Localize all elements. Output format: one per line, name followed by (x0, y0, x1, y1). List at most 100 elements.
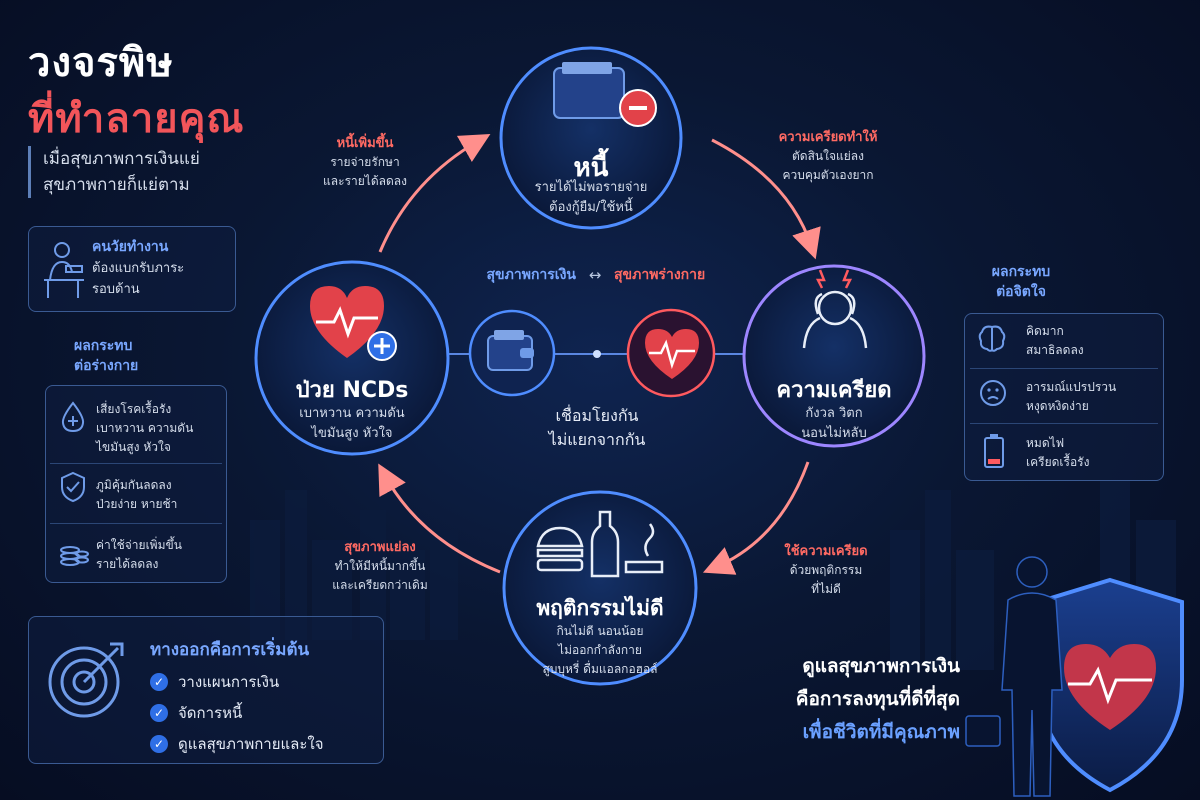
body-impact-item-2: ภูมิคุ้มกันลดลง ป่วยง่าย หายช้า (96, 476, 218, 514)
coins-icon (60, 546, 89, 566)
node-debt-text: รายได้ไม่พอรายจ่าย ต้องกู้ยืม/ใช้หนี้ (501, 178, 681, 218)
body-impact-item-3-line-1: ค่าใช้จ่ายเพิ่มขึ้น (96, 538, 182, 552)
body-impact-item-1: เสี่ยงโรคเรื้อรัง เบาหวาน ความดัน ไขมันส… (96, 400, 218, 457)
exit-item-3: ✓ ดูแลสุขภาพกายและใจ (150, 732, 324, 756)
wallet-minus-icon (553, 62, 657, 127)
divider (970, 423, 1158, 424)
wallet-icon (487, 330, 534, 371)
mind-impact-item-1: คิดมาก สมาธิลดลง (1026, 322, 1146, 360)
center-connector-dot (593, 350, 601, 358)
businessman-shield-illustration (965, 556, 1184, 797)
arrow-behavior-to-ncds (378, 463, 501, 574)
blood-drop-icon (61, 401, 85, 433)
arrow-stress-to-behavior (702, 461, 810, 575)
center-caption: เชื่อมโยงกัน ไม่แยกจากกัน (517, 404, 677, 452)
node-behavior-line-3: สูบบุหรี่ ดื่มแอลกอฮอล์ (542, 662, 658, 676)
body-impact-item-2-line-2: ป่วยง่าย หายช้า (96, 497, 178, 511)
caption-stress-to-behavior-title: ใช้ความเครียด (784, 544, 868, 559)
heartbeat-icon (645, 329, 699, 379)
body-impact-item-1-line-1: เสี่ยงโรคเรื้อรัง (96, 402, 172, 416)
low-battery-icon (984, 434, 1004, 468)
caption-ncds-to-debt-line-1: รายจ่ายรักษา (330, 155, 400, 169)
body-impact-heading: ผลกระทบ ต่อร่างกาย (74, 336, 138, 376)
node-behavior-title: พฤติกรรมไม่ดี (536, 596, 664, 620)
mind-impact-item-2-line-2: หงุดหงิดง่าย (1026, 399, 1089, 413)
caption-behavior-to-ncds-line-2: และเครียดกว่าเดิม (332, 578, 428, 592)
sad-face-icon (980, 380, 1006, 406)
worker-card-text: ต้องแบกรับภาระ รอบด้าน (92, 258, 232, 300)
worker-card-line-1: ต้องแบกรับภาระ (92, 261, 185, 276)
title-line-2: ที่ทำลายคุณ (28, 96, 245, 142)
node-stress-ring (742, 264, 926, 448)
node-debt-line-1: รายได้ไม่พอรายจ่าย (534, 180, 648, 195)
title-line-1: วงจรพิษ (28, 40, 174, 86)
body-impact-item-1-line-2: เบาหวาน ความดัน (96, 421, 194, 435)
body-impact-item-3-line-2: รายได้ลดลง (96, 557, 159, 571)
subtitle: เมื่อสุขภาพการเงินแย่ สุขภาพกายก็แย่ตาม (28, 146, 200, 198)
exit-item-1: ✓ วางแผนการเงิน (150, 670, 279, 694)
divider (50, 523, 222, 524)
heart-plus-icon (310, 286, 397, 361)
node-ncds-line-1: เบาหวาน ความดัน (299, 406, 405, 421)
mind-impact-heading-line-2: ต่อจิตใจ (996, 284, 1046, 300)
body-impact-item-2-line-1: ภูมิคุ้มกันลดลง (96, 478, 172, 492)
shield-check-icon (61, 471, 85, 503)
body-impact-heading-line-1: ผลกระทบ (74, 338, 133, 354)
worker-card (28, 226, 236, 312)
worker-card-line-2: รอบด้าน (92, 282, 140, 297)
subtitle-line-2: สุขภาพกายก็แย่ตาม (43, 175, 190, 195)
center-caption-line-2: ไม่แยกจากกัน (548, 430, 646, 449)
caption-ncds-to-debt-title: หนี้เพิ่มขึ้น (336, 136, 394, 151)
caption-ncds-to-debt: หนี้เพิ่มขึ้น รายจ่ายรักษา และรายได้ลดลง (300, 132, 430, 191)
closing-message: ดูแลสุขภาพการเงิน คือการลงทุนที่ดีที่สุด… (710, 650, 960, 749)
caption-stress-to-behavior-line-1: ด้วยพฤติกรรม (789, 563, 863, 577)
brain-icon (978, 325, 1006, 352)
worker-card-title: คนวัยทำงาน (92, 239, 169, 255)
node-ncds-ring (254, 260, 450, 456)
mind-impact-heading: ผลกระทบ ต่อจิตใจ (976, 262, 1066, 302)
caption-ncds-to-debt-line-2: และรายได้ลดลง (323, 174, 407, 188)
node-debt-line-2: ต้องกู้ยืม/ใช้หนี้ (549, 200, 633, 215)
check-icon: ✓ (150, 735, 168, 753)
check-icon: ✓ (150, 704, 168, 722)
center-label-body: สุขภาพร่างกาย (614, 267, 706, 283)
caption-debt-to-stress-line-2: ควบคุมตัวเองยาก (782, 168, 874, 182)
node-ncds-text: เบาหวาน ความดัน ไขมันสูง หัวใจ (262, 404, 442, 444)
mind-impact-heading-line-1: ผลกระทบ (991, 264, 1051, 280)
caption-behavior-to-ncds: สุขภาพแย่ลง ทำให้มีหนี้มากขึ้น และเครียด… (300, 536, 460, 595)
node-ncds-title: ป่วย NCDs (295, 378, 409, 403)
subtitle-line-1: เมื่อสุขภาพการเงินแย่ (43, 149, 200, 169)
node-behavior-line-2: ไม่ออกกำลังกาย (558, 643, 642, 657)
caption-debt-to-stress-title: ความเครียดทำให้ (778, 130, 878, 145)
mind-impact-item-1-line-2: สมาธิลดลง (1026, 343, 1084, 357)
caption-behavior-to-ncds-line-1: ทำให้มีหนี้มากขึ้น (334, 559, 426, 573)
mind-impact-card (964, 313, 1164, 481)
arrow-ncds-to-debt (378, 134, 491, 253)
caption-debt-to-stress-line-1: ตัดสินใจแย่ลง (792, 149, 864, 163)
caption-stress-to-behavior: ใช้ความเครียด ด้วยพฤติกรรม ที่ไม่ดี (756, 540, 896, 599)
node-behavior-text: กินไม่ดี นอนน้อย ไม่ออกกำลังกาย สูบบุหรี… (505, 622, 695, 679)
body-impact-item-1-line-3: ไขมันสูง หัวใจ (96, 440, 171, 454)
exit-item-3-label: ดูแลสุขภาพกายและใจ (178, 735, 324, 753)
node-debt-title: หนี้ (573, 153, 609, 183)
closing-line-3: เพื่อชีวิตที่มีคุณภาพ (802, 721, 960, 743)
node-behavior-line-1: กินไม่ดี นอนน้อย (556, 624, 644, 638)
body-impact-heading-line-2: ต่อร่างกาย (74, 358, 139, 374)
node-stress-line-2: นอนไม่หลับ (801, 426, 867, 441)
exit-card-title: ทางออกคือการเริ่มต้น (150, 640, 310, 660)
caption-debt-to-stress: ความเครียดทำให้ ตัดสินใจแย่ลง ควบคุมตัวเ… (748, 126, 908, 185)
target-icon (48, 642, 124, 718)
center-caption-line-1: เชื่อมโยงกัน (555, 406, 639, 425)
mind-impact-item-3: หมดไฟ เครียดเรื้อรัง (1026, 434, 1146, 472)
bidirectional-arrow-icon: ↔ (588, 266, 602, 284)
node-stress-text: กังวล วิตก นอนไม่หลับ (754, 404, 914, 444)
mind-impact-item-3-line-2: เครียดเรื้อรัง (1026, 455, 1090, 469)
node-ncds-line-2: ไขมันสูง หัวใจ (311, 426, 393, 441)
mind-impact-item-2: อารมณ์แปรปรวน หงุดหงิดง่าย (1026, 378, 1146, 416)
check-icon: ✓ (150, 673, 168, 691)
divider (50, 463, 222, 464)
closing-line-2: คือการลงทุนที่ดีที่สุด (795, 688, 960, 710)
exit-item-1-label: วางแผนการเงิน (178, 673, 280, 691)
exit-item-2-label: จัดการหนี้ (178, 704, 243, 722)
mind-impact-item-2-line-1: อารมณ์แปรปรวน (1026, 380, 1117, 394)
